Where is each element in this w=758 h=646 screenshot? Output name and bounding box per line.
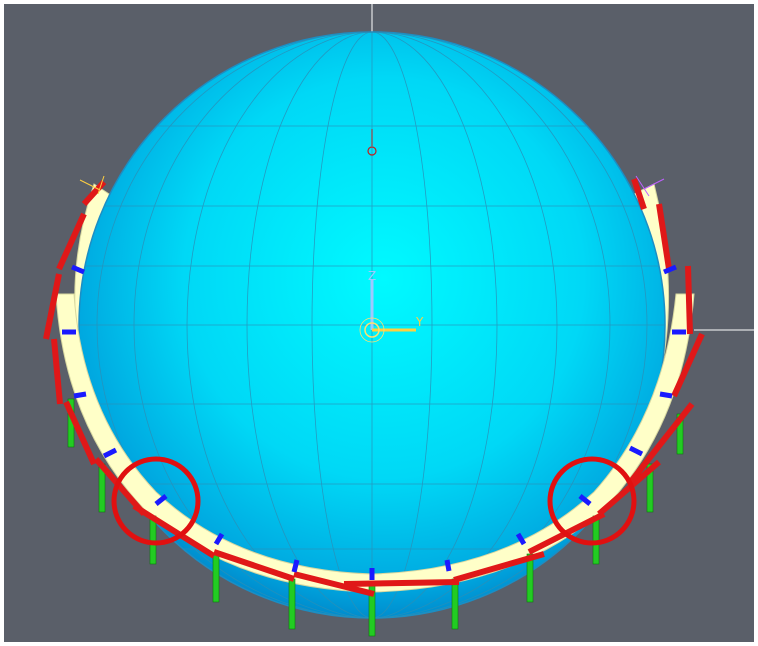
- highlight-circles: [111, 456, 637, 546]
- ring-nodes: [62, 264, 686, 580]
- origin-marker-icon: [367, 129, 377, 156]
- axis-triad-icon: Z Y: [359, 269, 424, 343]
- highlight-circle-right: [547, 456, 637, 546]
- 3d-viewport[interactable]: Z Y: [4, 4, 754, 642]
- highlight-circle-left: [111, 456, 201, 546]
- ring-beams: [43, 178, 705, 597]
- z-axis-label: Z: [368, 269, 376, 283]
- ring-end-markers: [79, 175, 665, 197]
- model-scene[interactable]: Z Y: [4, 4, 754, 642]
- y-axis-label: Y: [415, 315, 424, 329]
